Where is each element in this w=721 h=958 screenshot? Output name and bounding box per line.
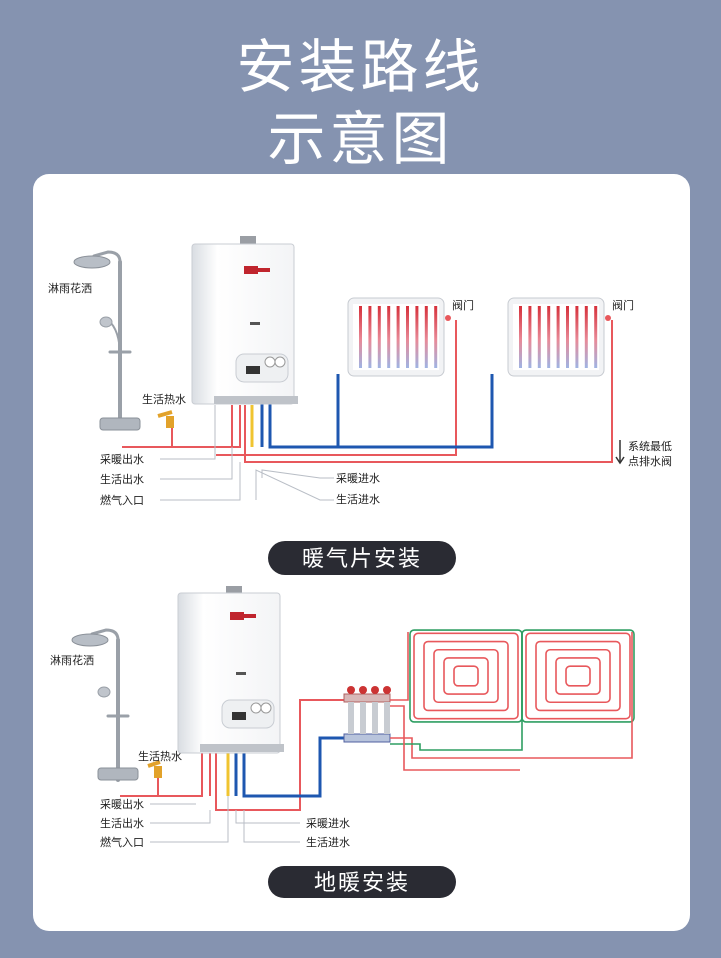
- floor-loop: [443, 657, 489, 695]
- floor-loop: [413, 632, 519, 720]
- radiator-fin: [368, 306, 372, 368]
- radiator-fin: [406, 306, 409, 368]
- cold-pipes-2: [234, 736, 344, 798]
- label-shower-2: 淋雨花洒: [50, 654, 94, 667]
- label-hot-water-2: 生活热水: [138, 749, 182, 763]
- label-life-in-2: 生活进水: [306, 835, 350, 849]
- shower-fixture-2: [71, 628, 139, 782]
- hot-water-tap-1: [157, 410, 174, 428]
- floor-loop: [545, 648, 611, 704]
- shower-fixture-1: [73, 250, 141, 431]
- radiator-fin: [537, 306, 541, 368]
- radiator-1: [347, 297, 445, 377]
- label-gas-in-1: 燃气入口: [100, 493, 144, 507]
- floor-supply-pipe: [390, 632, 409, 701]
- radiator-fin: [575, 306, 579, 368]
- radiator-fin: [519, 306, 522, 368]
- hot-water-tap-2: [147, 760, 162, 778]
- floor-supply-pipe: [390, 632, 633, 759]
- valve-icon-2: [605, 315, 611, 321]
- radiator-fin: [415, 306, 419, 368]
- radiator-1-fins: [359, 306, 438, 368]
- radiator-fin: [359, 306, 362, 368]
- title-line-2: 示意图: [267, 105, 454, 173]
- cold-pipes-1: [260, 374, 494, 449]
- label-heat-in-2: 采暖进水: [306, 817, 350, 830]
- leader-lines-1: [160, 405, 334, 501]
- radiator-2: [507, 297, 605, 377]
- floor-supply-pipe: [390, 632, 523, 751]
- radiator-fin: [396, 306, 400, 368]
- radiator-fin: [584, 306, 588, 368]
- floor-supply-pipe: [390, 705, 520, 771]
- label-life-out-2: 生活出水: [100, 816, 144, 830]
- radiator-fin: [566, 306, 569, 368]
- caption-pill-radiator: [268, 541, 456, 575]
- floor-loop: [535, 640, 621, 712]
- label-heat-in-1: 采暖进水: [336, 472, 380, 485]
- label-drain-2: 点排水阀: [628, 454, 672, 468]
- radiator-fin: [547, 306, 551, 368]
- label-heat-out-1: 采暖出水: [100, 452, 144, 466]
- hot-pipes-shower-1: [122, 320, 613, 463]
- label-shower-1: 淋雨花洒: [48, 282, 92, 295]
- floor-loop: [525, 632, 631, 720]
- radiator-2-fins: [519, 306, 598, 368]
- radiator-fin: [377, 306, 381, 368]
- floor-loop: [433, 648, 499, 704]
- floor-loop: [453, 665, 479, 687]
- caption-floor: 地暖安装: [314, 871, 410, 896]
- radiator-fin: [594, 306, 598, 368]
- caption-radiator: 暖气片安装: [302, 547, 422, 572]
- label-life-out-1: 生活出水: [100, 472, 144, 486]
- radiator-fin: [424, 306, 428, 368]
- floor-loop: [423, 640, 509, 712]
- floor-loop: [521, 629, 635, 723]
- label-heat-out-2: 采暖出水: [100, 797, 144, 811]
- radiator-section: 淋雨花洒 生活热水 采暖出水: [48, 236, 672, 575]
- label-valve-2: 阀门: [612, 298, 634, 312]
- label-life-in-1: 生活进水: [336, 492, 380, 506]
- hot-pipes-2: [120, 699, 344, 811]
- floor-loop: [555, 657, 601, 695]
- radiator-fin: [528, 306, 532, 368]
- leader-lines-2: [150, 796, 300, 843]
- title-line-1: 安装路线: [236, 33, 485, 101]
- floor-loop: [409, 629, 523, 723]
- label-gas-in-2: 燃气入口: [100, 835, 144, 849]
- down-arrow-icon: [615, 440, 625, 465]
- label-drain-1: 系统最低: [628, 440, 672, 453]
- label-hot-water-1: 生活热水: [142, 392, 186, 406]
- boiler-1: [191, 236, 298, 405]
- floor-heating-loops: [390, 629, 635, 771]
- boiler-2: [177, 586, 284, 754]
- radiator-fin: [556, 306, 560, 368]
- manifold: [343, 686, 391, 743]
- valve-icon-1: [445, 315, 451, 321]
- caption-pill-floor: [268, 866, 456, 898]
- floor-section: 淋雨花洒 生活热水: [50, 586, 635, 898]
- radiator-fin: [434, 306, 438, 368]
- label-valve-1: 阀门: [452, 298, 474, 312]
- radiator-fin: [387, 306, 391, 368]
- floor-loop: [565, 665, 591, 687]
